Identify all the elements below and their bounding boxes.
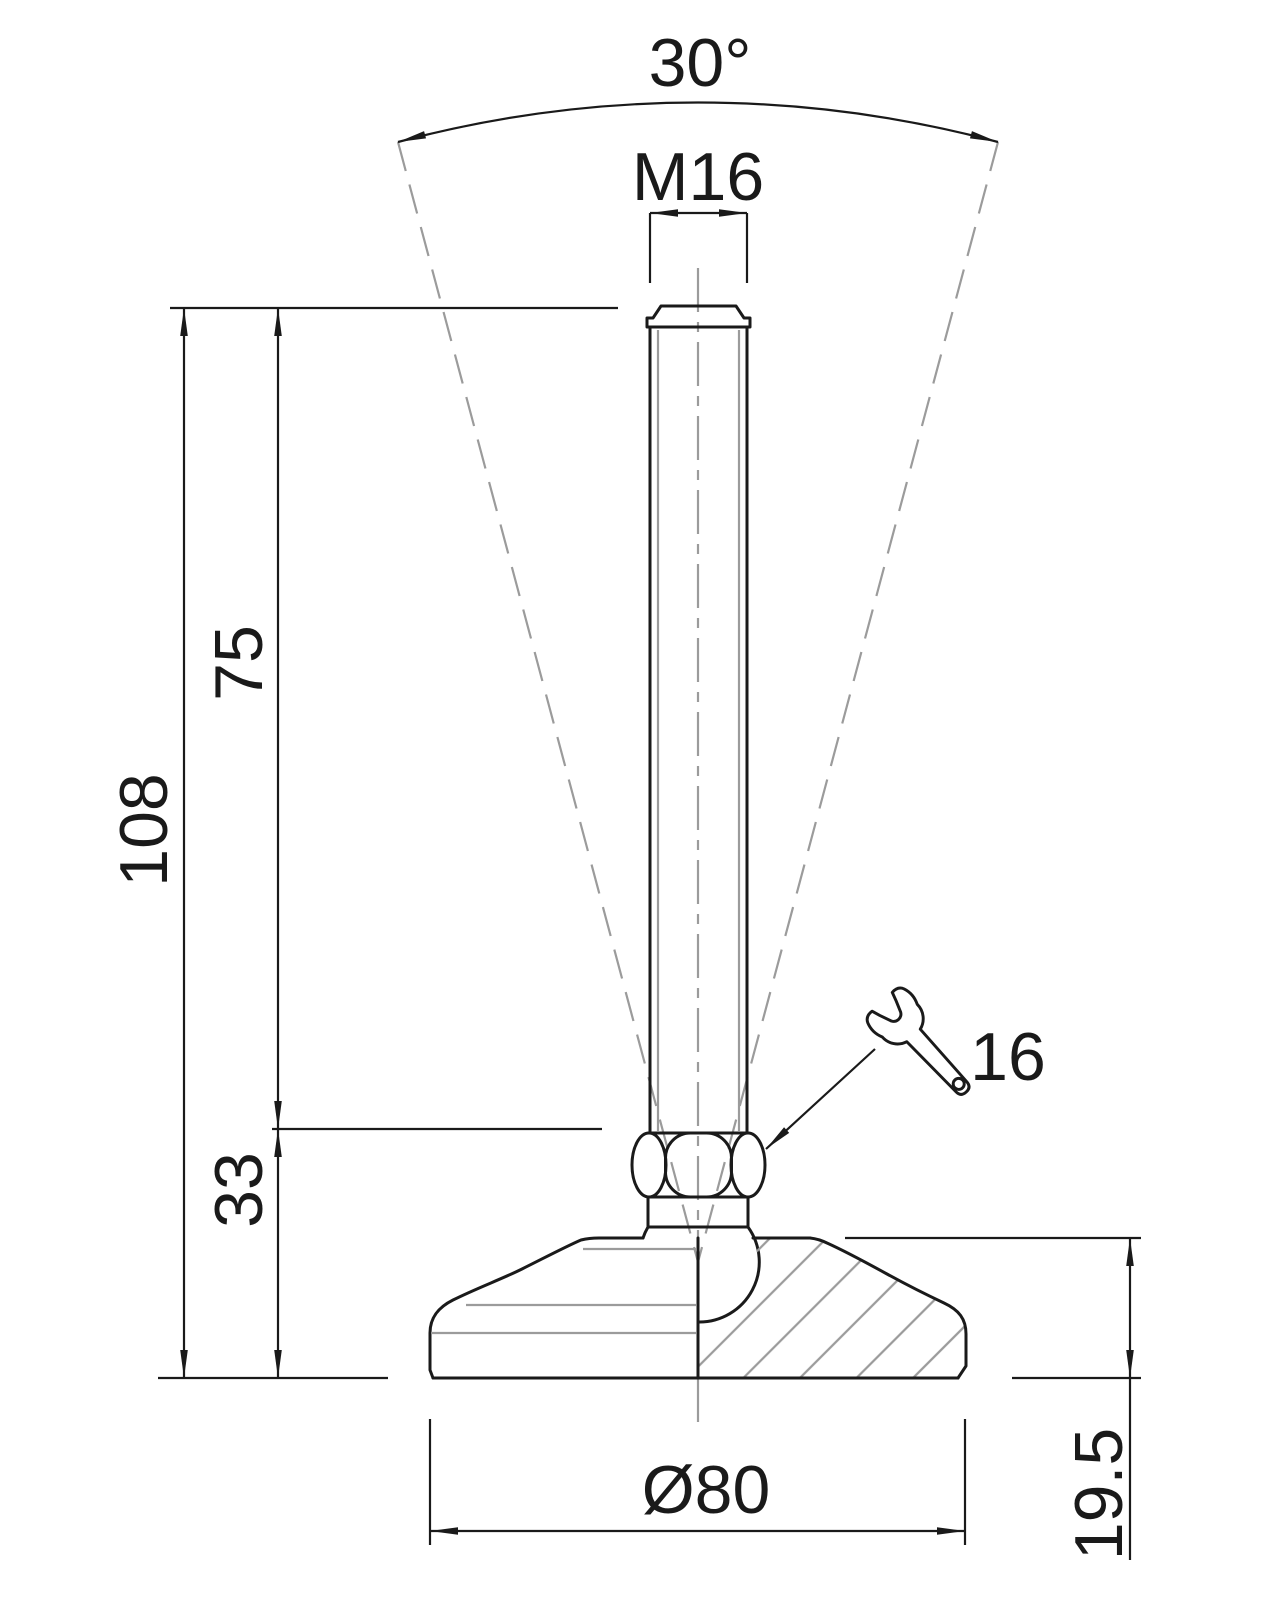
rod-cap xyxy=(645,304,752,329)
base-outline-left xyxy=(428,1236,645,1380)
rod-body xyxy=(648,325,749,1135)
tilt-lines xyxy=(396,141,1000,1263)
thread-dimension-label: M16 xyxy=(632,139,764,215)
thread-dimension: M16 xyxy=(632,139,764,283)
nut-front-facet xyxy=(664,1131,733,1199)
ball-arc-left xyxy=(641,1225,650,1240)
nut-right-facet xyxy=(729,1131,767,1199)
wrench-icon xyxy=(865,986,971,1096)
overall-height-label: 108 xyxy=(106,773,182,886)
neck xyxy=(646,1195,750,1229)
thread-core-lines xyxy=(656,330,741,1131)
nut-left-facet xyxy=(630,1131,668,1199)
angle-dimension-label: 30° xyxy=(649,25,752,101)
height-dimensions: 108 75 33 xyxy=(106,306,618,1380)
plate-height-label: 19.5 xyxy=(1061,1428,1137,1560)
angle-dimension: 30° xyxy=(397,25,999,144)
angle-arc xyxy=(397,101,999,144)
base-diameter-label: Ø80 xyxy=(642,1452,771,1528)
rod-length-label: 75 xyxy=(201,625,277,701)
threaded-rod xyxy=(645,304,752,1135)
base-diameter-dimension: Ø80 xyxy=(428,1419,967,1545)
tilt-line-left xyxy=(396,141,700,1263)
lower-height-label: 33 xyxy=(201,1152,277,1228)
base-outline-right xyxy=(808,1236,968,1380)
base-plate xyxy=(428,1236,968,1380)
tilt-line-right xyxy=(696,141,1000,1263)
base-tangent-edges xyxy=(431,1247,696,1335)
hex-nut xyxy=(630,1131,767,1199)
wrench-leader-line xyxy=(765,1048,876,1150)
plate-height-dimension: 19.5 xyxy=(845,1236,1141,1560)
wrench-size-label: 16 xyxy=(970,1019,1046,1095)
section-hatch xyxy=(698,1238,966,1378)
